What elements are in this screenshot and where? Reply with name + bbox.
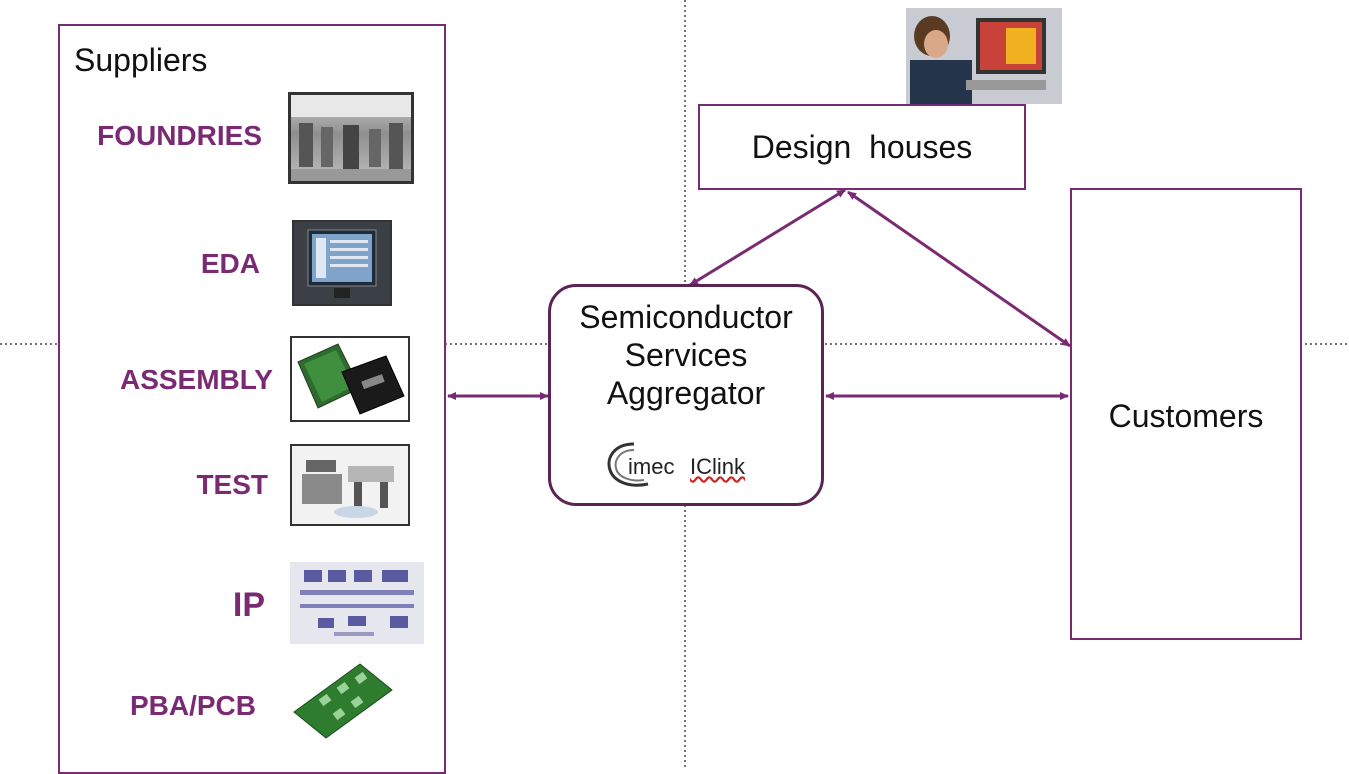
suppliers-title: Suppliers — [74, 42, 208, 78]
circuit-board-photo-icon — [290, 660, 396, 740]
design-houses-label: Design houses — [751, 128, 973, 165]
customers-label: Customers — [1108, 398, 1264, 434]
chip-package-photo-icon — [290, 336, 410, 422]
aggregator-box — [548, 284, 824, 506]
imec-swoosh-icon — [607, 442, 649, 487]
test-equipment-photo-icon — [290, 444, 410, 526]
logo-imec-text: imec — [628, 454, 675, 479]
monitor-photo-icon — [292, 220, 392, 306]
customers-box — [1070, 188, 1302, 640]
aggregator-line-3: Aggregator — [606, 375, 766, 411]
design-houses-box: Design houses — [698, 104, 1026, 190]
aggregator-line-2: Services — [624, 337, 748, 373]
arrow-design-houses-customers — [847, 190, 1071, 348]
aggregator-line-1: Semiconductor — [579, 299, 793, 335]
block-diagram-icon — [290, 562, 424, 644]
supplier-label-assembly: ASSEMBLY — [119, 364, 273, 395]
supplier-label-test: TEST — [196, 469, 268, 500]
imec-iclink-logo: imec IClink — [604, 440, 784, 492]
arrow-aggregator-design-houses — [689, 188, 846, 287]
supplier-label-ip: IP — [232, 586, 265, 624]
supplier-label-foundries: FOUNDRIES — [97, 120, 262, 151]
aggregator-title: Semiconductor Services Aggregator — [548, 298, 824, 412]
supplier-label-pba-pcb: PBA/PCB — [129, 690, 256, 721]
logo-iclink-text: IClink — [690, 454, 746, 479]
cleanroom-photo-icon — [288, 92, 414, 184]
supplier-label-eda: EDA — [200, 248, 260, 279]
designer-at-workstation-photo-icon — [906, 8, 1062, 104]
